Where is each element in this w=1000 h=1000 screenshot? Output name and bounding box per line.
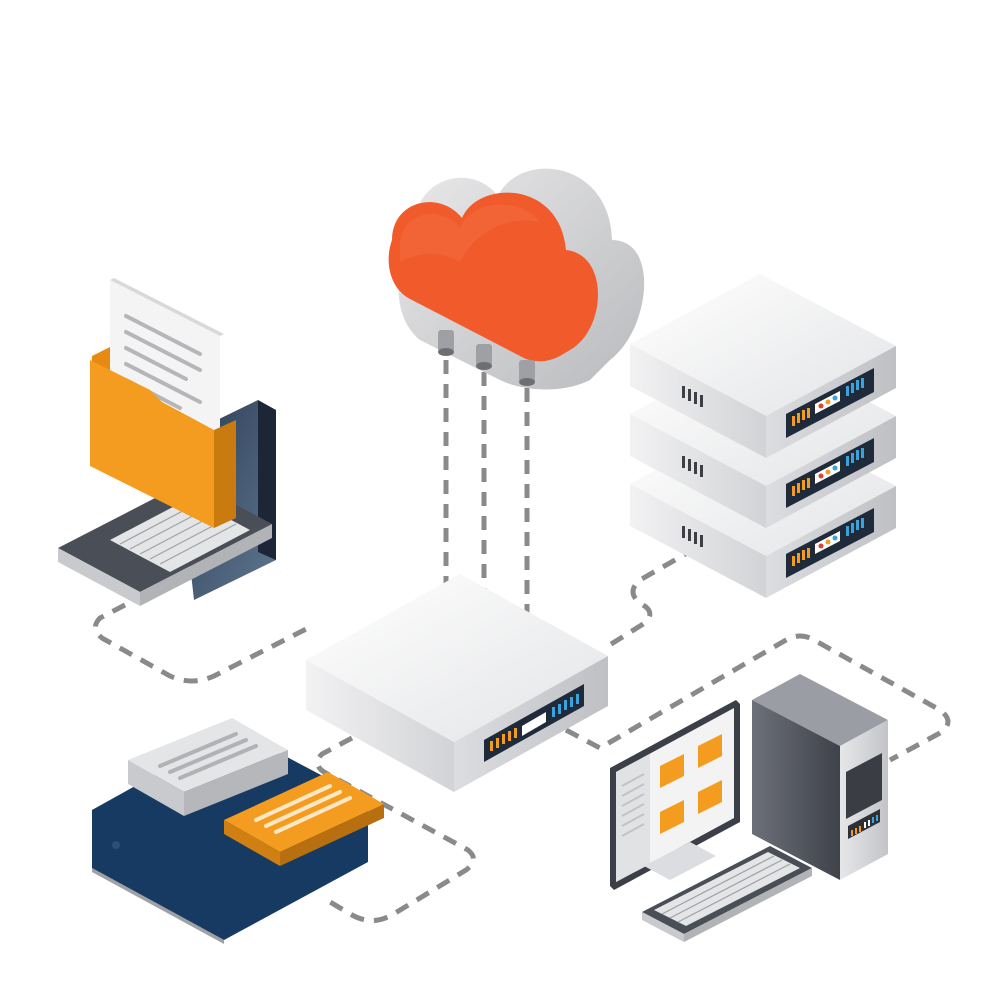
pc-keyboard [642,846,812,942]
document-card-icon [128,718,288,816]
router-leds-blue [552,694,579,717]
orange-document-card-icon [224,772,384,866]
connection-lines [93,360,951,923]
cloud-connector-pins [438,330,535,386]
pc-monitor [610,700,740,890]
pc-tower [752,674,888,880]
router-leds-orange [490,728,517,751]
connector-server-router [606,545,698,649]
server-rack-icon [630,274,896,598]
server-vents [682,386,703,547]
router-display [522,712,546,736]
router-top [306,574,608,742]
server-leds [792,378,864,566]
connector-laptop-router [93,602,314,684]
screen-folder-icons [660,734,722,834]
folder-icon [90,278,236,528]
router-icon [306,574,608,792]
cloud-face-highlight [400,204,540,262]
tablet-icon [92,718,384,944]
desktop-computer-icon [610,674,888,942]
cloud-icon [388,168,645,390]
